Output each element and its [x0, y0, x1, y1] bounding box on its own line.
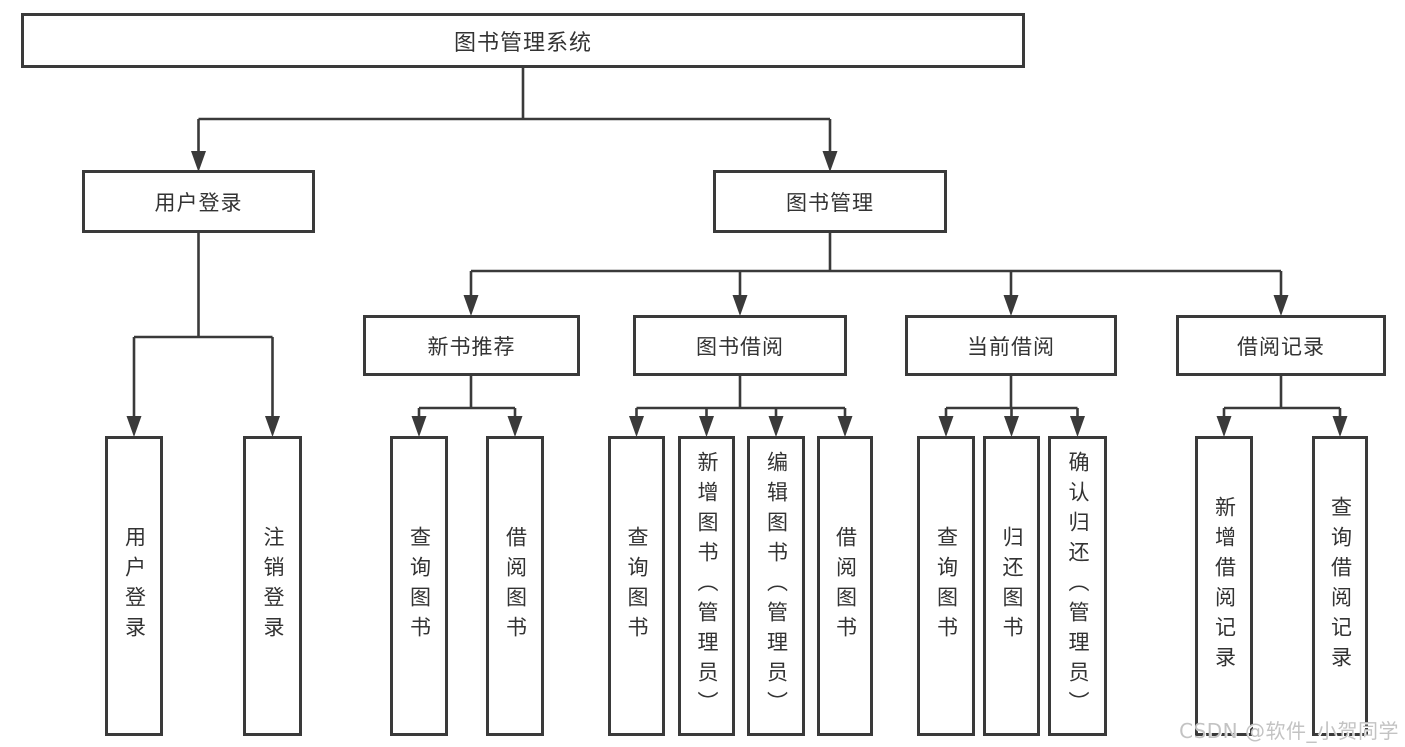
leaf-edit-books-admin: 编辑图书（管理员）	[747, 436, 805, 736]
node-library-management-system: 图书管理系统	[21, 13, 1025, 68]
node-borrow-record: 借阅记录	[1176, 315, 1386, 376]
leaf-label: 查询图书	[625, 526, 649, 646]
node-label: 图书借阅	[696, 334, 784, 359]
node-current-borrow: 当前借阅	[905, 315, 1117, 376]
node-label: 新书推荐	[427, 334, 516, 359]
leaf-label: 用户登录	[122, 526, 147, 646]
leaf-add-borrow-record: 新增借阅记录	[1195, 436, 1253, 736]
leaf-borrow-books: 借阅图书	[486, 436, 544, 736]
leaf-add-books-admin: 新增图书（管理员）	[678, 436, 735, 736]
leaf-label: 借阅图书	[503, 526, 528, 646]
leaf-label: 确认归还（管理员）	[1066, 451, 1090, 721]
leaf-label: 查询借阅记录	[1328, 496, 1353, 676]
leaf-label: 查询图书	[934, 526, 959, 646]
leaf-confirm-return-admin: 确认归还（管理员）	[1048, 436, 1107, 736]
node-label: 借阅记录	[1237, 334, 1325, 359]
leaf-logout: 注销登录	[243, 436, 302, 736]
node-new-book-recommend: 新书推荐	[363, 315, 580, 376]
leaf-query-borrow-record: 查询借阅记录	[1312, 436, 1368, 736]
leaf-user-login: 用户登录	[105, 436, 163, 736]
leaf-label: 新增图书（管理员）	[695, 451, 719, 721]
node-book-management: 图书管理	[713, 170, 947, 233]
node-label: 用户登录	[154, 190, 243, 215]
leaf-query-books: 查询图书	[917, 436, 975, 736]
node-user-login: 用户登录	[82, 170, 315, 233]
leaf-query-books: 查询图书	[608, 436, 665, 736]
leaf-return-books: 归还图书	[983, 436, 1040, 736]
leaf-borrow-books: 借阅图书	[817, 436, 873, 736]
node-label: 图书管理系统	[453, 30, 592, 56]
node-label: 图书管理	[786, 190, 874, 215]
leaf-label: 归还图书	[1000, 526, 1024, 646]
csdn-watermark: CSDN @软件_小贺同学	[1179, 719, 1399, 743]
leaf-label: 新增借阅记录	[1212, 496, 1237, 676]
node-label: 当前借阅	[967, 334, 1055, 359]
leaf-label: 查询图书	[407, 526, 432, 646]
leaf-label: 编辑图书（管理员）	[764, 451, 789, 721]
leaf-label: 注销登录	[261, 526, 285, 646]
arrowheads	[126, 151, 1348, 437]
node-book-borrow: 图书借阅	[633, 315, 847, 376]
leaf-label: 借阅图书	[833, 526, 858, 646]
leaf-query-books: 查询图书	[390, 436, 448, 736]
